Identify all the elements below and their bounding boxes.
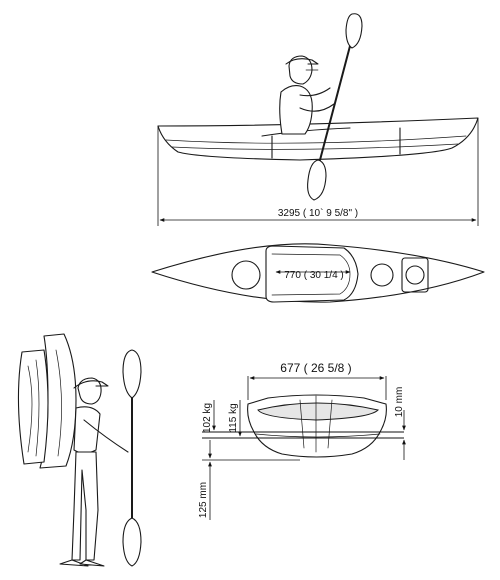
beam-dimension: 677 ( 26 5/8 ) — [280, 361, 351, 375]
paddle-standing — [122, 349, 142, 567]
top-view: 770 ( 30 1/4 ) — [151, 243, 485, 303]
side-view: 3295 ( 10` 9 5/8" ) — [157, 13, 479, 226]
freeboard-dimension: 125 mm — [198, 482, 209, 518]
paddle-side — [307, 13, 363, 201]
cockpit-dimension: 770 ( 30 1/4 ) — [284, 270, 343, 281]
carry-view — [17, 333, 142, 567]
front-hatch — [231, 260, 261, 290]
draft-dimension: 10 mm — [394, 387, 405, 418]
length-dimension: 3295 ( 10` 9 5/8" ) — [278, 207, 358, 219]
paddler-standing — [59, 377, 129, 567]
weight-label-102: 102 kg — [202, 403, 213, 433]
paddler-seated — [279, 55, 335, 135]
weight-label-115: 115 kg — [228, 403, 239, 432]
standing-head — [77, 377, 102, 405]
side-hull — [157, 117, 479, 161]
front-view: 677 ( 26 5/8 ) 102 kg 115 kg 10 mm 125 m… — [198, 361, 406, 520]
cockpit-outline — [265, 245, 359, 303]
rear-hatch — [370, 263, 394, 287]
